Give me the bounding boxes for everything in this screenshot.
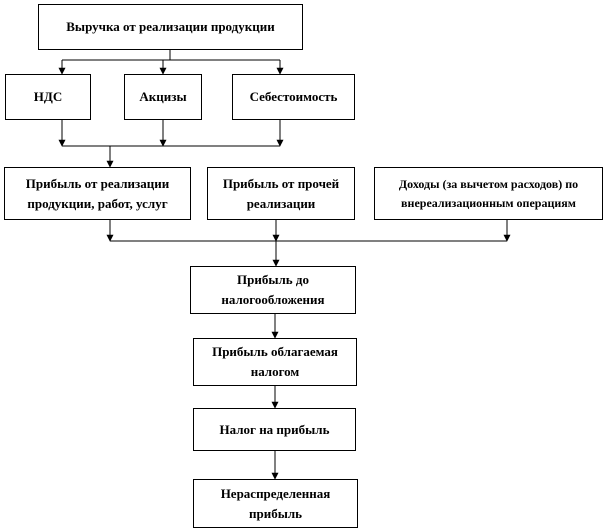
node-profit-pretax: Прибыль до налогообложения <box>190 266 356 314</box>
node-profit-sales: Прибыль от реализации продукции, работ, … <box>4 167 191 220</box>
node-revenue-label: Выручка от реализации продукции <box>66 19 275 34</box>
node-vat: НДС <box>5 74 91 120</box>
node-income-tax-label: Налог на прибыль <box>219 421 330 437</box>
node-profit-other: Прибыль от прочей реализации <box>207 167 355 220</box>
node-cost: Себестоимость <box>232 74 355 120</box>
node-profit-taxable-label: Прибыль облагаемая налогом <box>212 344 338 379</box>
node-cost-label: Себестоимость <box>249 89 338 104</box>
node-non-operating-label: Доходы (за вычетом расходов) по внереали… <box>398 176 579 210</box>
node-excise: Акцизы <box>124 74 202 120</box>
node-excise-label: Акцизы <box>139 89 187 104</box>
node-revenue: Выручка от реализации продукции <box>38 4 303 50</box>
node-retained-earnings: Нераспределенная прибыль <box>193 479 358 528</box>
node-profit-pretax-label: Прибыль до налогообложения <box>221 272 325 307</box>
node-profit-other-label: Прибыль от прочей реализации <box>222 175 340 211</box>
node-profit-sales-label: Прибыль от реализации продукции, работ, … <box>25 175 170 211</box>
node-vat-label: НДС <box>33 89 63 104</box>
node-profit-taxable: Прибыль облагаемая налогом <box>193 338 357 386</box>
node-retained-earnings-label: Нераспределенная прибыль <box>220 485 331 521</box>
node-non-operating: Доходы (за вычетом расходов) по внереали… <box>374 167 603 220</box>
node-income-tax: Налог на прибыль <box>193 408 356 451</box>
